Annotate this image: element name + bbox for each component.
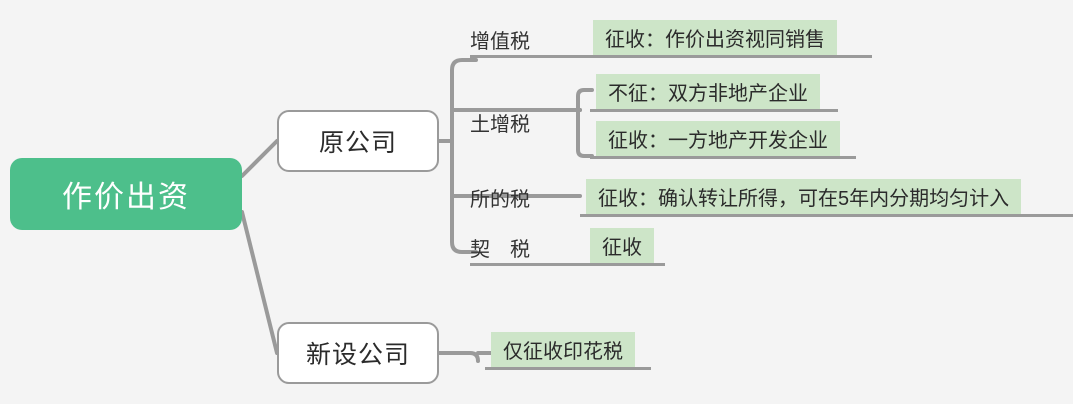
leaf-underline-zengzhishui-1: [586, 55, 872, 58]
leaf-qishui-1[interactable]: 征收: [590, 228, 654, 263]
leaf-xinshegongsi-1[interactable]: 仅征收印花税: [491, 332, 635, 367]
node-yuangongsi-label: 原公司: [318, 129, 397, 157]
branch-label-zengzhishui[interactable]: 增值税: [470, 31, 530, 53]
branch-label-suodeshui[interactable]: 所的税: [470, 189, 530, 211]
branch-label-tuzengshui[interactable]: 土增税: [470, 114, 530, 136]
leaf-suodeshui-1[interactable]: 征收：确认转让所得，可在5年内分期均匀计入: [586, 179, 1022, 214]
node-xinshegongsi[interactable]: 新设公司: [277, 322, 439, 384]
trunk-yuangongsi: [450, 58, 478, 254]
leaf-underline-xinshegongsi-1: [485, 367, 651, 370]
subtrunk-tuzengshui: [576, 88, 594, 158]
node-xinshegongsi-label: 新设公司: [305, 341, 410, 369]
edge-root-to-yuangongsi: [240, 139, 279, 178]
leaf-tuzengshui-1[interactable]: 不征：双方非地产企业: [596, 74, 820, 109]
branch-underline-qishui: [470, 263, 665, 266]
edge-root-to-xinshegongsi: [240, 210, 279, 355]
branch-underline-zengzhishui: [470, 55, 600, 58]
leaf-zengzhishui-1[interactable]: 征收：作价出资视同销售: [593, 20, 837, 55]
branch-label-qishui[interactable]: 契 税: [470, 239, 530, 261]
root-node[interactable]: 作价出资: [10, 158, 242, 230]
leaf-underline-tuzengshui-1: [590, 109, 838, 112]
node-yuangongsi[interactable]: 原公司: [277, 110, 439, 172]
leaf-underline-tuzengshui-2: [590, 156, 856, 159]
leaf-underline-suodeshui-1: [580, 214, 1073, 217]
leaf-tuzengshui-2[interactable]: 征收：一方地产开发企业: [596, 121, 840, 156]
edge-xinshe-stub: [437, 351, 480, 363]
root-node-label: 作价出资: [62, 181, 190, 214]
